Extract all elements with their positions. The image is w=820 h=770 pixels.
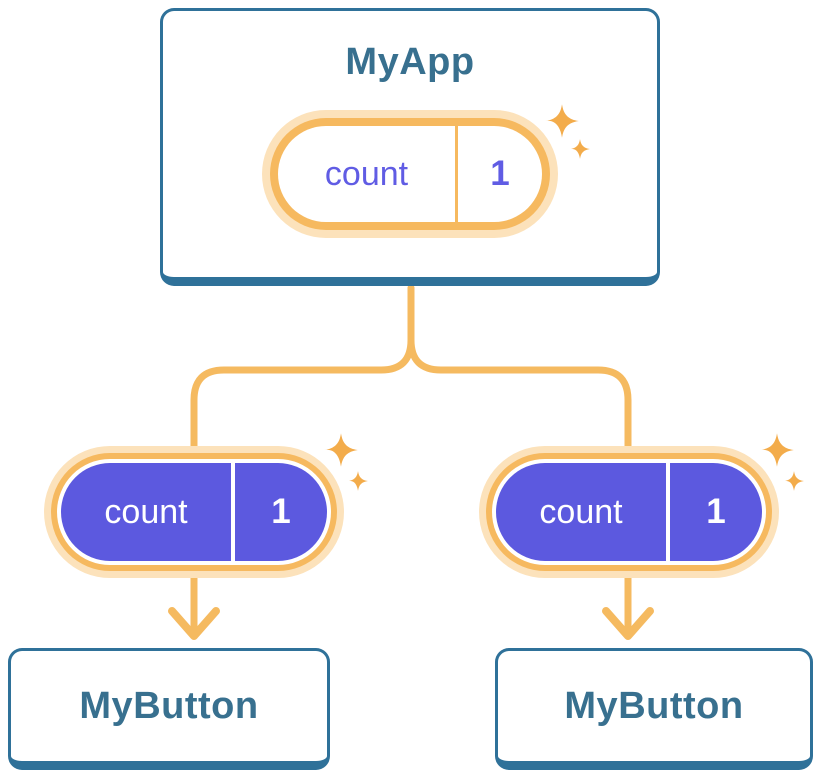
prop-pill-gap: count 1 (492, 459, 766, 565)
prop-pill-right: count 1 (479, 446, 779, 578)
prop-pill-body: count 1 (496, 463, 762, 561)
state-pill: count 1 (262, 110, 558, 238)
pill-divider (666, 463, 670, 561)
prop-pill-gap: count 1 (57, 459, 331, 565)
prop-pill-ring: count 1 (486, 453, 772, 571)
child-component-title: MyButton (79, 684, 259, 727)
state-pill-body: count 1 (278, 126, 542, 222)
root-component-title: MyApp (345, 41, 475, 83)
state-value-label: 1 (490, 154, 510, 193)
pill-divider (231, 463, 235, 561)
connector-branch-right (407, 284, 632, 634)
prop-value-label: 1 (706, 492, 726, 531)
state-name-label: count (324, 154, 409, 193)
arrow-down-icon (602, 607, 654, 640)
pill-divider (455, 126, 458, 222)
prop-pill-left: count 1 (44, 446, 344, 578)
root-component-card: MyApp count 1 (160, 8, 660, 286)
child-component-title: MyButton (564, 684, 744, 727)
prop-name-label: count (539, 492, 623, 531)
child-component-card-right: MyButton (495, 648, 813, 770)
prop-pill-body: count 1 (61, 463, 327, 561)
state-pill-ring: count 1 (270, 118, 550, 230)
prop-value-label: 1 (271, 492, 291, 531)
child-component-card-left: MyButton (8, 648, 330, 770)
prop-pill-ring: count 1 (51, 453, 337, 571)
arrow-down-icon (168, 607, 220, 640)
prop-name-label: count (104, 492, 188, 531)
